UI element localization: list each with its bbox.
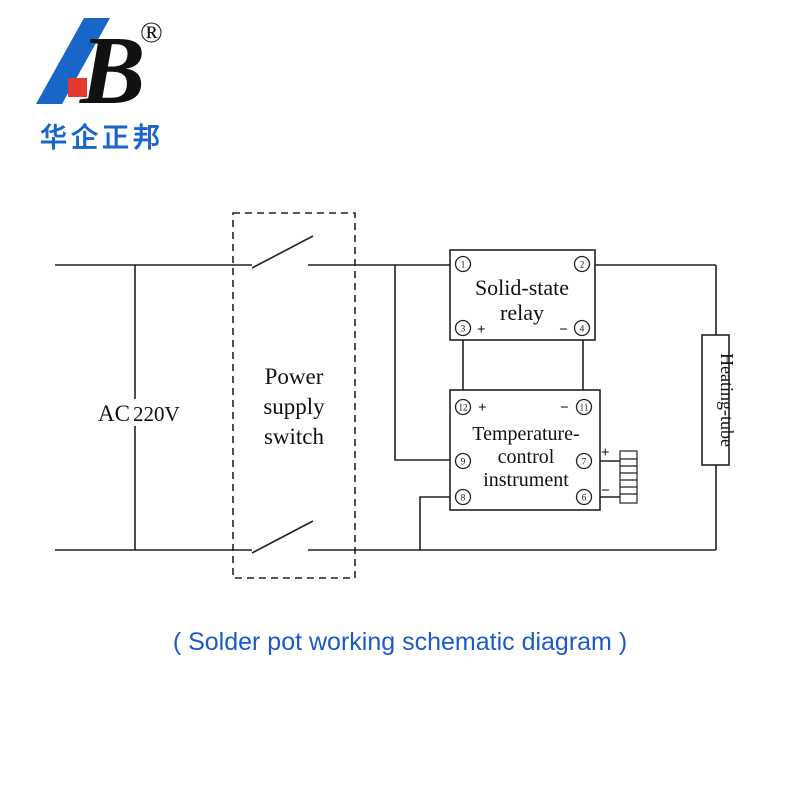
controller-label-1: Temperature-: [472, 423, 579, 445]
power-switch-label-3: switch: [264, 424, 325, 449]
controller-plus-sign-top: +: [478, 400, 487, 416]
svg-text:4: 4: [580, 324, 585, 334]
relay-box: [449, 249, 596, 341]
controller-terminal-7: 7: [575, 452, 593, 470]
logo-red-square: [68, 78, 87, 97]
svg-text:2: 2: [580, 260, 585, 270]
temperature-control-instrument: Temperature- control instrument 12 11 9 …: [449, 389, 638, 511]
switch-blade-top: [251, 235, 314, 269]
ac-label-backing: [94, 399, 194, 426]
controller-box: [449, 389, 601, 511]
sensor-plus-sign: +: [601, 445, 610, 461]
heating-tube-label: Heating-tube: [717, 353, 737, 447]
sensor-element: [619, 450, 638, 504]
svg-text:6: 6: [582, 493, 587, 503]
power-switch-box: [232, 212, 356, 579]
relay-terminal-4: 4: [573, 319, 591, 337]
relay-terminal-1: 1: [454, 255, 472, 273]
relay-terminal-3: 3: [454, 319, 472, 337]
caption: ( Solder pot working schematic diagram ): [172, 628, 628, 656]
controller-label-3: instrument: [483, 469, 569, 491]
logo-letter: B: [79, 17, 145, 118]
svg-text:12: 12: [459, 403, 468, 413]
brand-logo: B ® 华企正邦: [22, 8, 182, 158]
relay-terminal-2: 2: [573, 255, 591, 273]
switch-blade-bottom: [251, 520, 314, 554]
svg-text:8: 8: [461, 493, 466, 503]
power-switch-label-2: supply: [263, 394, 325, 419]
svg-text:9: 9: [461, 457, 466, 467]
relay-label-2: relay: [500, 300, 544, 325]
relay-label-1: Solid-state: [475, 275, 569, 300]
brand-logo-mark: B ®: [36, 16, 163, 125]
controller-label-2: control: [498, 446, 555, 468]
controller-terminal-9: 9: [454, 452, 472, 470]
power-supply-switch: Power supply switch: [232, 212, 356, 579]
controller-terminal-11: 11: [575, 398, 593, 416]
ac-label: AC: [98, 401, 130, 426]
relay-plus-sign: +: [477, 322, 486, 338]
controller-terminal-12: 12: [454, 398, 472, 416]
power-switch-label-1: Power: [265, 364, 324, 389]
sensor-minus-sign: −: [601, 483, 610, 499]
ac-voltage-label: 220V: [133, 402, 180, 426]
solid-state-relay: Solid-state relay 1 2 3 4 + −: [449, 249, 596, 341]
heating-tube: Heating-tube: [701, 334, 737, 466]
ac-source-label: AC 220V: [94, 399, 194, 426]
brand-name-chinese: 华企正邦: [40, 123, 164, 154]
controller-terminal-6: 6: [575, 488, 593, 506]
wires: [55, 235, 717, 554]
registered-trademark-icon: ®: [140, 16, 163, 49]
controller-minus-sign-top: −: [560, 400, 569, 416]
svg-text:3: 3: [461, 324, 466, 334]
relay-minus-sign: −: [559, 322, 568, 338]
svg-text:11: 11: [580, 403, 589, 413]
controller-terminal-8: 8: [454, 488, 472, 506]
svg-text:7: 7: [582, 457, 587, 467]
logo-slash-shape: [36, 18, 110, 104]
heating-tube-box: [701, 334, 730, 466]
svg-text:1: 1: [461, 260, 466, 270]
